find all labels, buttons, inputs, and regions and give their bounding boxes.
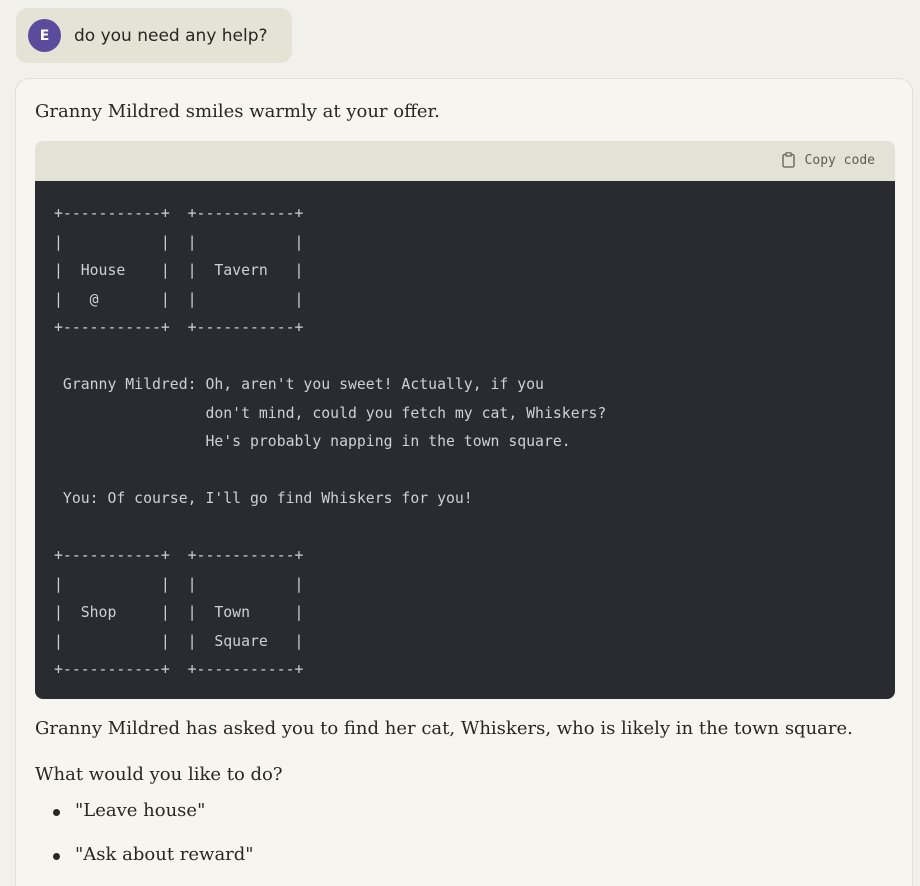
code-block: +-----------+ +-----------+ | | | | | Ho… [35,181,895,699]
assistant-message: Granny Mildred smiles warmly at your off… [15,78,913,886]
user-avatar: E [28,19,61,52]
list-item: "Ask about reward" [35,843,254,886]
code-block-header: Copy code [35,141,895,181]
code-block-content: +-----------+ +-----------+ | | | | | Ho… [54,205,607,678]
clipboard-icon [781,152,795,168]
assistant-question-text: What would you like to do? [35,764,283,785]
user-message-text: do you need any help? [74,25,268,46]
user-message: E do you need any help? [16,8,292,63]
options-list: "Leave house" "Ask about reward" [35,799,254,886]
copy-code-button[interactable]: Copy code [781,152,875,168]
assistant-intro-text: Granny Mildred smiles warmly at your off… [35,101,440,122]
list-item: "Leave house" [35,799,254,843]
copy-code-label: Copy code [804,152,875,168]
assistant-summary-text: Granny Mildred has asked you to find her… [35,718,853,739]
